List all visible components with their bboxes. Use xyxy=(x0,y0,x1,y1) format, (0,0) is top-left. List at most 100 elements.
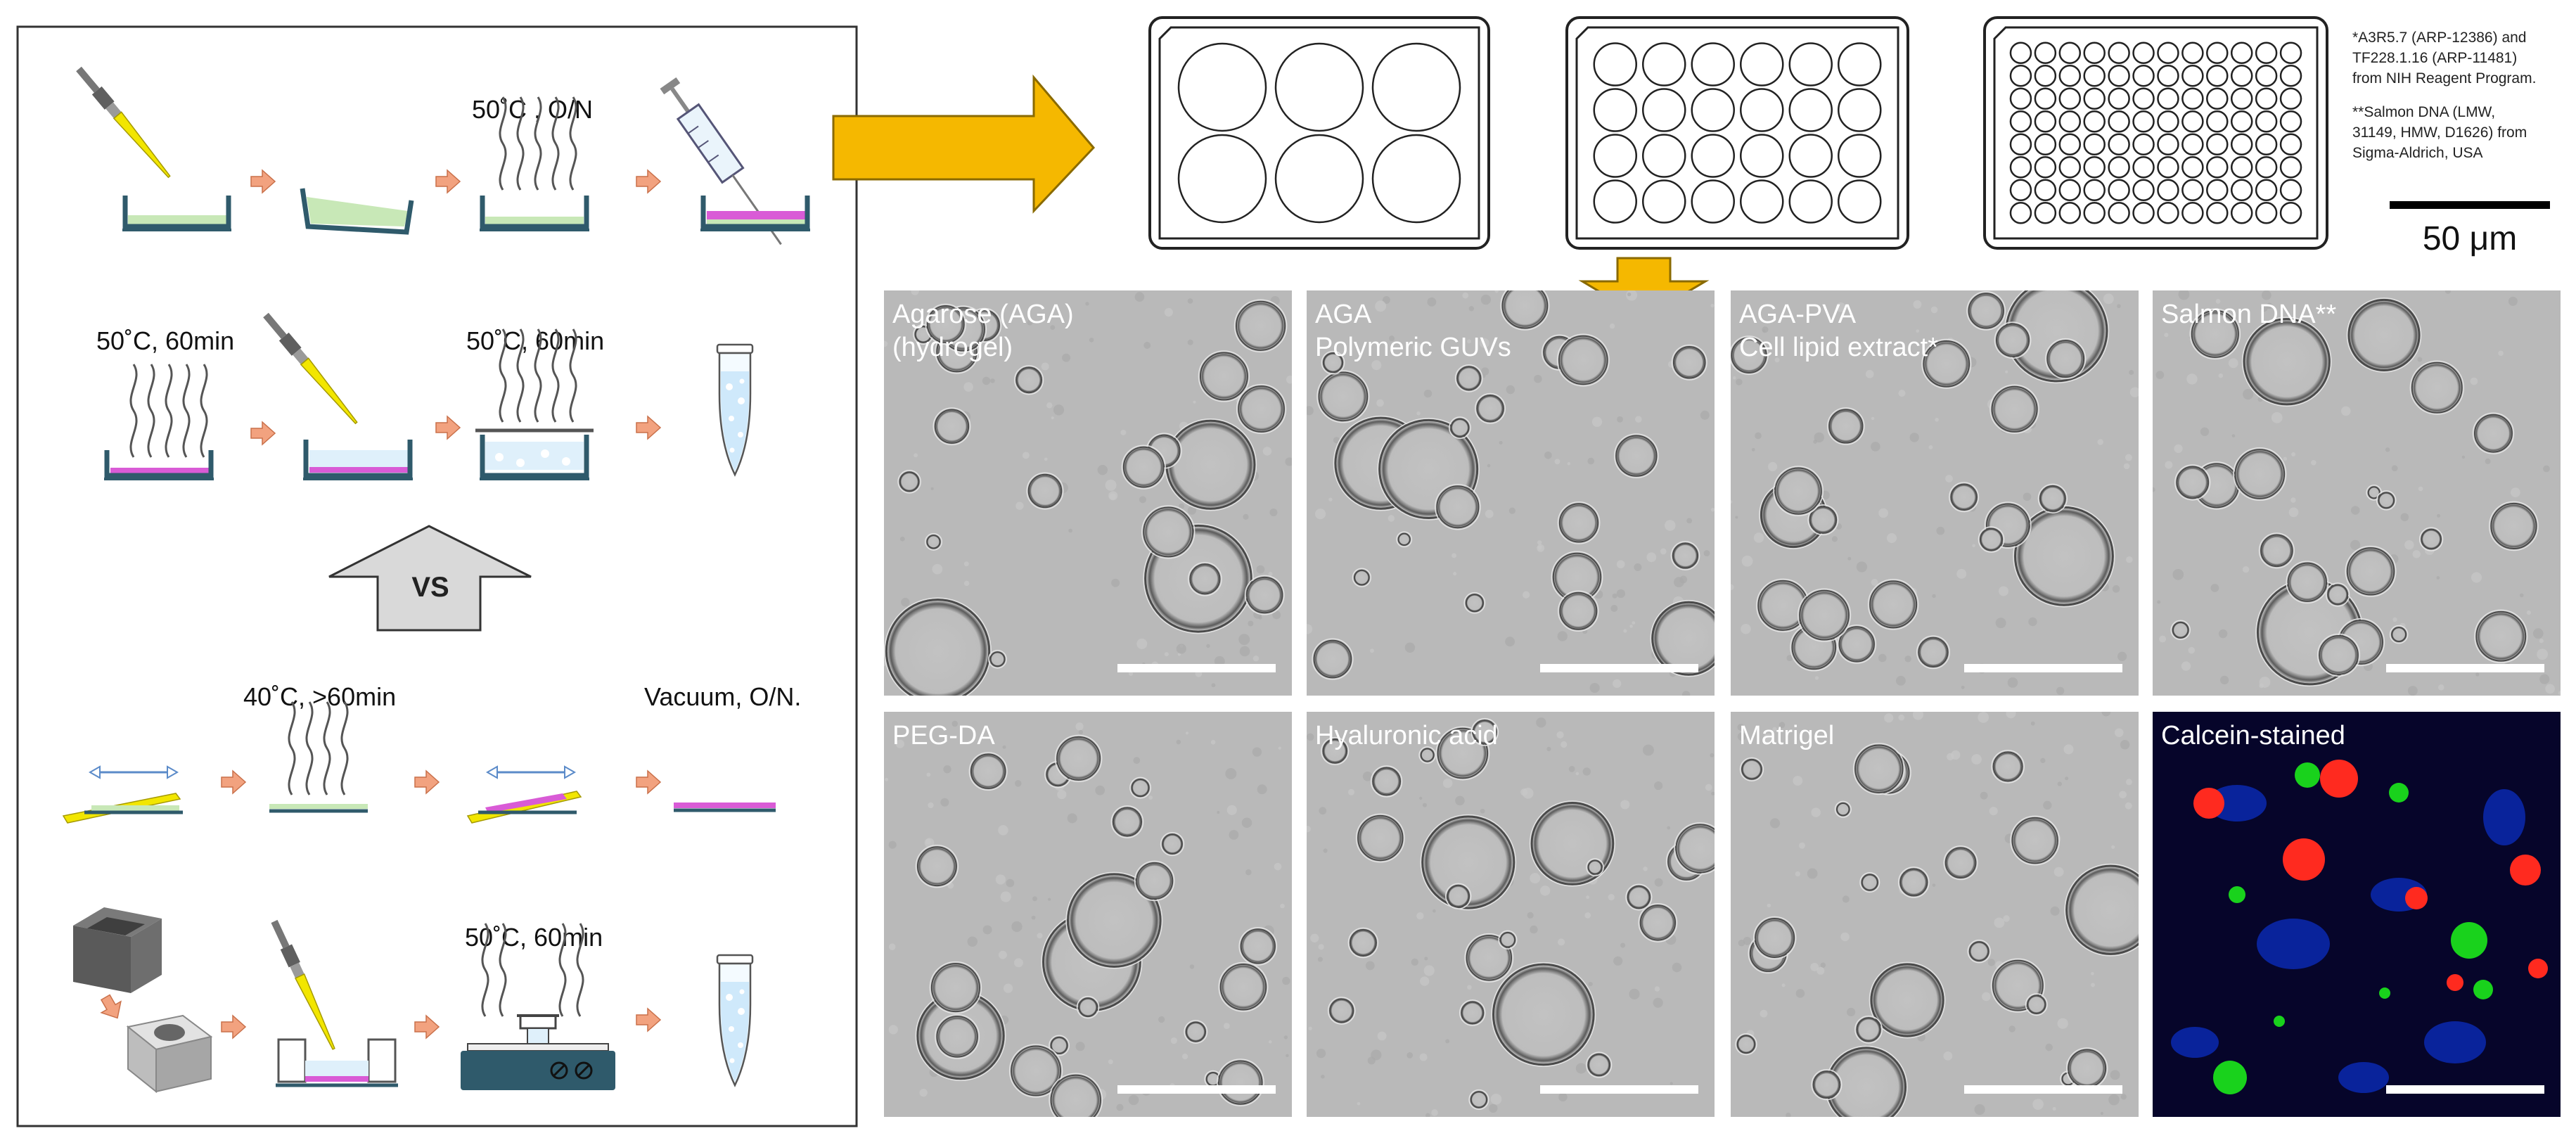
well xyxy=(2058,41,2082,64)
well xyxy=(1593,134,1637,178)
green-vesicle xyxy=(2213,1061,2247,1094)
well xyxy=(2009,87,2032,110)
well xyxy=(2009,202,2032,224)
well xyxy=(2157,133,2179,155)
vesicle xyxy=(1869,580,1918,629)
vesicle xyxy=(1397,532,1411,546)
panel-scale-bar xyxy=(1964,1085,2122,1094)
well xyxy=(1691,88,1735,132)
well xyxy=(1788,134,1833,178)
heating-dish xyxy=(104,363,214,480)
comparison-label: VS xyxy=(411,572,449,603)
green-vesicle xyxy=(2389,783,2409,803)
vesicle xyxy=(2287,562,2327,602)
panel-scale-bar xyxy=(1540,1085,1698,1094)
vesicle xyxy=(1799,589,1850,641)
well xyxy=(2230,179,2253,201)
well xyxy=(2132,110,2155,133)
tilted-dish xyxy=(300,188,414,235)
well xyxy=(2108,179,2130,201)
slide-pink xyxy=(466,791,582,824)
well xyxy=(1691,134,1735,178)
vesicle xyxy=(1015,366,1043,394)
vesicle xyxy=(1189,563,1221,595)
red-vesicle xyxy=(2405,887,2428,909)
panel-scale-bar xyxy=(2386,1085,2544,1094)
well xyxy=(2181,156,2204,179)
well xyxy=(2108,87,2130,110)
step-arrow xyxy=(636,770,661,794)
vesicle xyxy=(1313,639,1352,679)
well xyxy=(2230,156,2253,179)
well xyxy=(2058,202,2082,224)
vesicle xyxy=(1050,1074,1101,1117)
well xyxy=(2255,110,2278,133)
well xyxy=(2230,133,2253,155)
vesicle xyxy=(1559,592,1598,630)
well xyxy=(2083,110,2106,133)
mold-dish xyxy=(276,1038,398,1087)
vesicle xyxy=(1944,847,1977,879)
green-vesicle xyxy=(2274,1016,2285,1027)
well xyxy=(2083,133,2106,155)
vesicle xyxy=(1755,918,1795,958)
vesicle xyxy=(1979,528,2004,551)
well xyxy=(2255,65,2278,87)
green-vesicle xyxy=(2379,987,2390,999)
pipette-icon xyxy=(260,310,362,428)
well xyxy=(2108,41,2130,64)
well xyxy=(2157,179,2179,201)
well xyxy=(1177,42,1267,132)
well xyxy=(2230,110,2253,133)
well xyxy=(2034,110,2057,133)
micrograph-panel-7: Matrigel xyxy=(1731,712,2139,1117)
step-arrow xyxy=(414,770,440,794)
panel-label: Calcein-stained xyxy=(2161,721,2345,750)
step-arrow xyxy=(435,416,461,440)
well xyxy=(2108,110,2130,133)
well xyxy=(2157,156,2179,179)
vesicle xyxy=(1421,815,1516,909)
well xyxy=(2279,179,2302,201)
dish-pink xyxy=(700,196,810,231)
well xyxy=(2230,65,2253,87)
panel-sublabel: Cell lipid extract* xyxy=(1739,333,1938,362)
panel-label: Agarose (AGA) xyxy=(892,300,1074,329)
micrograph-panel-8: Calcein-stained xyxy=(2153,712,2561,1117)
vesicle xyxy=(1246,576,1283,614)
well xyxy=(1691,179,1735,224)
well xyxy=(2083,202,2106,224)
well xyxy=(2255,133,2278,155)
well-plate-3 xyxy=(1983,16,2328,250)
panel-scale-bar xyxy=(1117,664,1276,672)
well xyxy=(2058,133,2082,155)
well xyxy=(2279,202,2302,224)
micrograph-panel-6: Hyaluronic acid xyxy=(1307,712,1715,1117)
vesicle xyxy=(885,599,991,696)
row3-label-left: 40˚C, >60min xyxy=(243,682,396,711)
vesicle xyxy=(1675,824,1715,874)
vesicle xyxy=(1372,767,1402,796)
well xyxy=(2108,65,2130,87)
vesicle xyxy=(1136,862,1174,900)
vesicle xyxy=(1470,1091,1488,1108)
micrograph-panel-4: Salmon DNA** xyxy=(2153,290,2561,696)
vesicle xyxy=(1991,385,2038,433)
vesicle xyxy=(2172,621,2189,639)
well xyxy=(2206,65,2229,87)
vesicle xyxy=(1465,594,1485,613)
well xyxy=(1642,42,1686,87)
step-arrow xyxy=(435,170,461,193)
tube-icon xyxy=(716,954,754,1087)
well xyxy=(2009,156,2032,179)
vesicle xyxy=(1143,506,1194,558)
vesicle xyxy=(926,535,941,549)
vesicle xyxy=(2176,466,2210,499)
panel-sublabel: (hydrogel) xyxy=(892,333,1013,362)
well xyxy=(2279,133,2302,155)
vesicle xyxy=(2411,362,2463,414)
vesicle xyxy=(1353,569,1370,586)
vesicle xyxy=(2234,449,2286,499)
